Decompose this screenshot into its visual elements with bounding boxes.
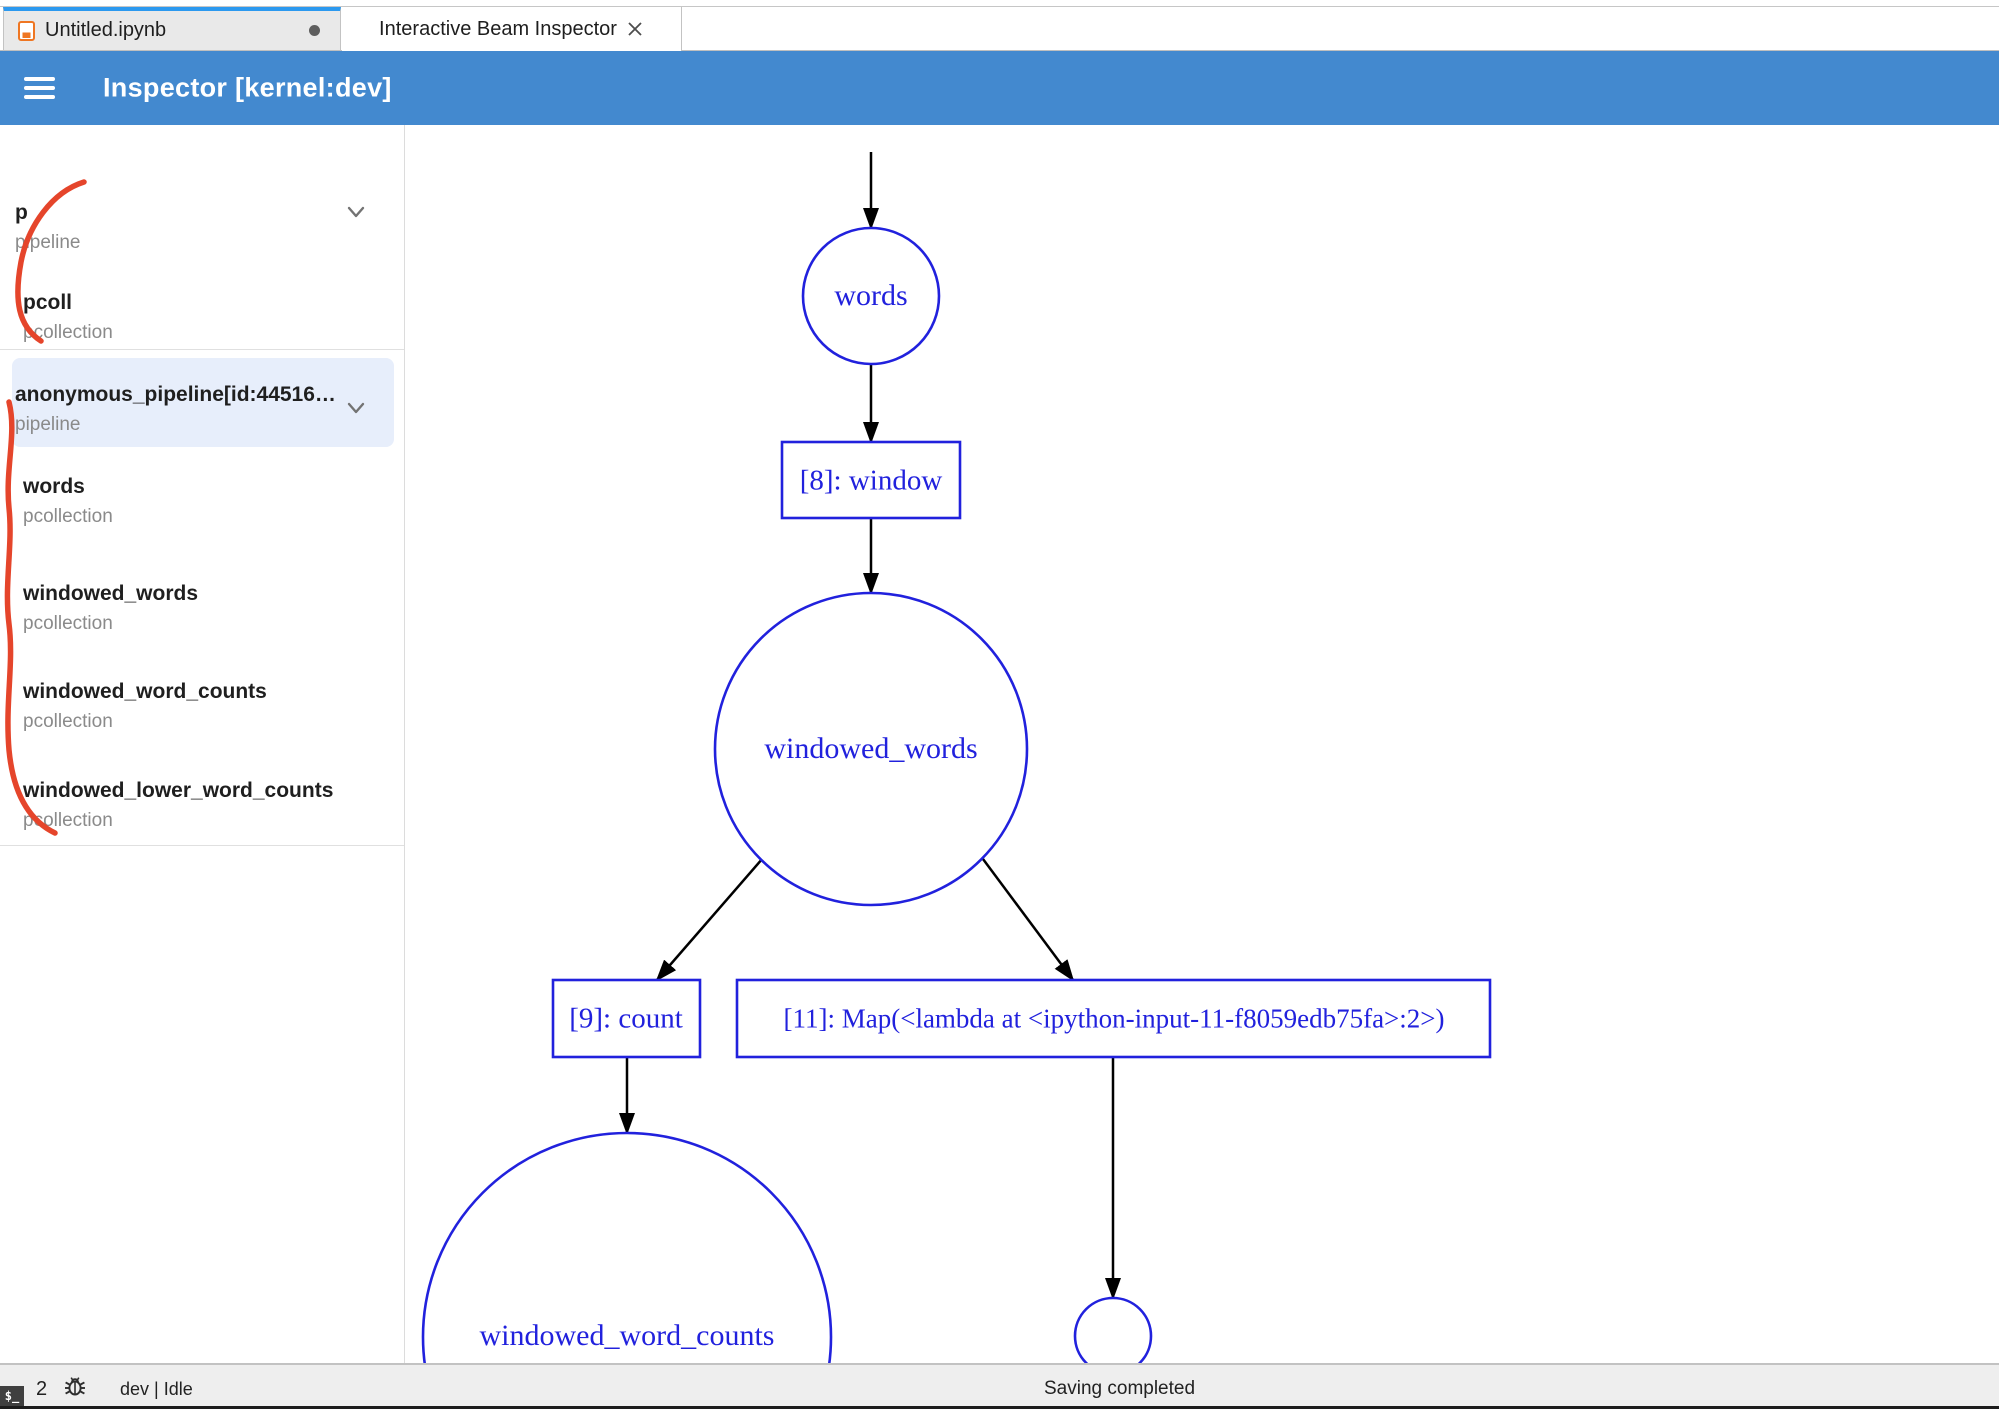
tab-interactive-beam-inspector[interactable]: Interactive Beam Inspector	[342, 7, 682, 51]
sidebar-item-windowed-lower-word-counts[interactable]: windowed_lower_word_counts pcollection	[23, 779, 333, 832]
graph-node-windowed-words-circle	[713, 591, 1029, 907]
item-name: pcoll	[23, 291, 73, 314]
pipeline-sidebar: p pipeline pcoll pcollection anonymous_p…	[0, 125, 405, 1366]
sidebar-item-words[interactable]: words pcollection	[23, 475, 113, 528]
item-type: pipeline	[15, 232, 81, 253]
graph-label-window: [8]: window	[799, 464, 943, 497]
graph-node-map-box	[735, 978, 1492, 1059]
save-status-message: Saving completed	[1044, 1378, 1196, 1399]
status-bar: $_ 2 dev | Idle Saving completed	[0, 1363, 1999, 1406]
graph-node-count-box	[551, 978, 702, 1059]
unsaved-changes-dot	[309, 25, 320, 36]
item-name: p	[15, 201, 28, 224]
graph-label-words: words	[834, 279, 908, 312]
item-type: pcollection	[23, 810, 113, 831]
terminal-count[interactable]: 2	[36, 1378, 48, 1400]
tab-label: Interactive Beam Inspector	[379, 17, 617, 40]
graph-node-windowed-word-counts-circle	[421, 1131, 833, 1366]
kernel-status[interactable]: dev | Idle	[120, 1379, 193, 1399]
close-icon[interactable]	[626, 20, 644, 38]
item-name: windowed_words	[23, 582, 199, 605]
graph-node-unlabeled-pcollection-circle	[1073, 1296, 1153, 1366]
sidebar-item-pipeline-p[interactable]: p pipeline	[15, 201, 81, 254]
item-name: anonymous_pipeline[id:44516…	[15, 383, 336, 406]
window-bottom-edge	[0, 1406, 1999, 1409]
chevron-down-icon[interactable]	[341, 395, 371, 421]
tab-untitled-notebook[interactable]: Untitled.ipynb	[3, 7, 341, 51]
hamburger-menu-icon[interactable]	[24, 77, 55, 99]
section-divider	[0, 845, 404, 846]
item-type: pcollection	[23, 506, 113, 527]
inspector-title: Inspector [kernel:dev]	[103, 72, 392, 103]
graph-node-words-circle	[801, 226, 941, 366]
edge-windowed-words-to-count	[655, 857, 764, 982]
section-divider	[0, 349, 404, 350]
pipeline-dag-svg	[421, 152, 1492, 1366]
sidebar-item-windowed-words[interactable]: windowed_words pcollection	[23, 582, 198, 635]
item-type: pcollection	[23, 613, 113, 634]
item-name: words	[23, 475, 85, 498]
edge-windowed-words-to-map	[978, 854, 1075, 982]
graph-node-window-box	[780, 440, 962, 520]
pipeline-graph-panel: words [8]: window windowed_words [9]: co…	[405, 125, 1999, 1366]
item-name: windowed_lower_word_counts	[23, 779, 334, 802]
sidebar-item-windowed-word-counts[interactable]: windowed_word_counts pcollection	[23, 680, 267, 733]
item-type: pcollection	[23, 711, 113, 732]
inspector-header: Inspector [kernel:dev]	[0, 51, 1999, 125]
item-type: pipeline	[15, 414, 81, 435]
chevron-down-icon[interactable]	[341, 199, 371, 225]
debugger-bug-icon[interactable]	[63, 1374, 87, 1403]
terminal-badge[interactable]: $_	[0, 1386, 24, 1406]
graph-label-windowed-word-counts: windowed_word_counts	[479, 1319, 775, 1352]
sidebar-item-anonymous-pipeline[interactable]: anonymous_pipeline[id:44516… pipeline	[15, 383, 336, 436]
graph-label-windowed-words: windowed_words	[764, 732, 978, 765]
window-top-divider	[0, 6, 1999, 7]
dock-tab-bar: Untitled.ipynb Interactive Beam Inspecto…	[0, 7, 1999, 51]
item-name: windowed_word_counts	[23, 680, 267, 703]
sidebar-item-pcoll[interactable]: pcoll pcollection	[23, 291, 113, 344]
item-type: pcollection	[23, 322, 113, 343]
graph-label-map: [11]: Map(<lambda at <ipython-input-11-f…	[783, 1003, 1445, 1034]
graph-label-count: [9]: count	[569, 1002, 683, 1035]
tab-label: Untitled.ipynb	[45, 19, 167, 41]
notebook-icon	[18, 20, 35, 41]
selected-item-highlight	[12, 358, 394, 447]
